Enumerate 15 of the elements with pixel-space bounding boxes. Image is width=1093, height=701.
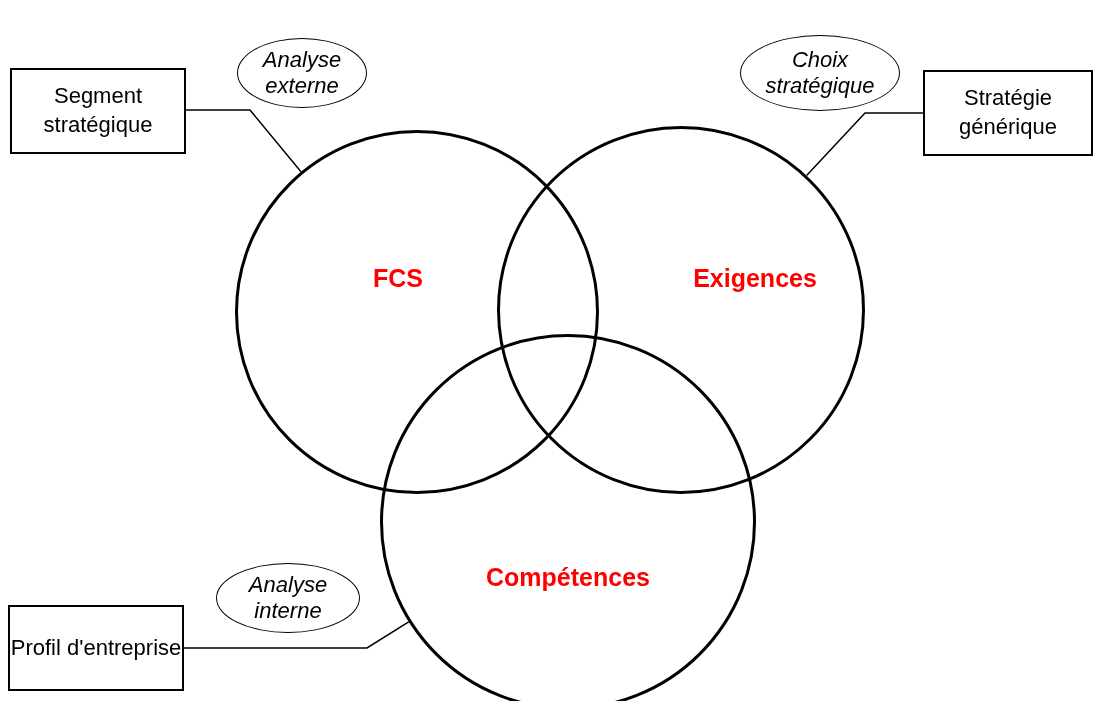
note-ellipse: Choix stratégique xyxy=(740,35,900,111)
leader-line xyxy=(185,109,302,173)
venn-circle xyxy=(235,130,599,494)
label-box: Stratégie générique xyxy=(923,70,1093,156)
label-box: Segment stratégique xyxy=(10,68,186,154)
note-ellipse: Analyse externe xyxy=(237,38,367,108)
leader-line xyxy=(805,112,924,177)
label-box: Profil d'entreprise xyxy=(8,605,184,691)
note-ellipse: Analyse interne xyxy=(216,563,360,633)
circle-label: Exigences xyxy=(693,263,817,293)
circle-label: FCS xyxy=(373,263,423,293)
leader-line xyxy=(183,621,410,649)
venn-circle xyxy=(497,126,865,494)
venn-circle xyxy=(380,334,756,701)
circle-label: Compétences xyxy=(486,562,650,592)
